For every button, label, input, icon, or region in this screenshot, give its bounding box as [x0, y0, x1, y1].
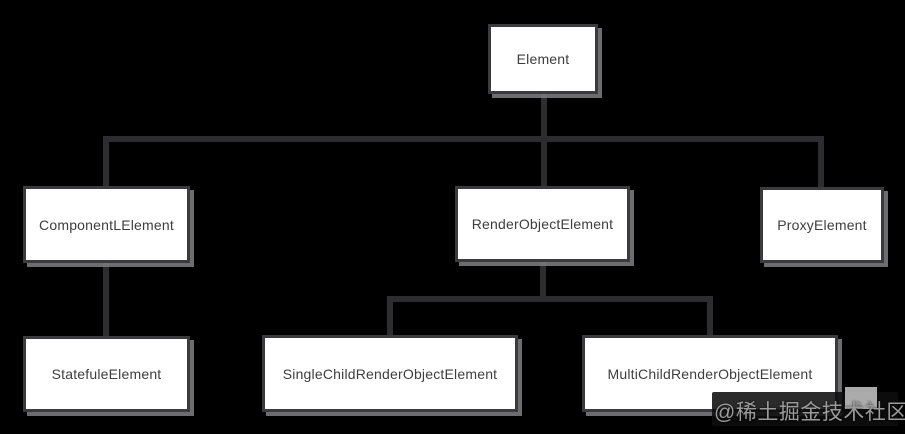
node-proxy-element: ProxyElement — [760, 187, 884, 263]
node-label-multi-child-render-object-element: MultiChildRenderObjectElement — [607, 365, 813, 382]
connector-drop-proxy — [818, 136, 824, 189]
connector-bus-level3 — [387, 296, 713, 302]
connector-element-down — [541, 92, 547, 140]
connector-drop-singlechild — [387, 296, 393, 337]
watermark-square — [845, 387, 877, 409]
node-label-statefule-element: StatefuleElement — [51, 366, 162, 382]
connector-componentl-statefule — [103, 261, 109, 338]
connector-drop-multichild — [707, 296, 713, 337]
node-componentl-element: ComponentLElement — [23, 186, 190, 263]
node-label-componentl-element: ComponentLElement — [39, 216, 174, 233]
connector-drop-componentl — [103, 136, 109, 188]
connector-renderobject-down — [540, 260, 546, 302]
node-label-element: Element — [516, 51, 570, 67]
node-element: Element — [488, 24, 598, 94]
node-label-proxy-element: ProxyElement — [777, 217, 867, 233]
node-statefule-element: StatefuleElement — [23, 336, 190, 412]
node-render-object-element: RenderObjectElement — [455, 186, 630, 262]
node-label-single-child-render-object-element: SingleChildRenderObjectElement — [282, 365, 498, 382]
node-single-child-render-object-element: SingleChildRenderObjectElement — [262, 335, 518, 412]
connector-bus-level2 — [104, 136, 824, 142]
watermark: @稀土掘金技术社区 — [714, 401, 905, 424]
connector-drop-renderobject — [541, 136, 547, 188]
node-label-render-object-element: RenderObjectElement — [471, 216, 614, 232]
